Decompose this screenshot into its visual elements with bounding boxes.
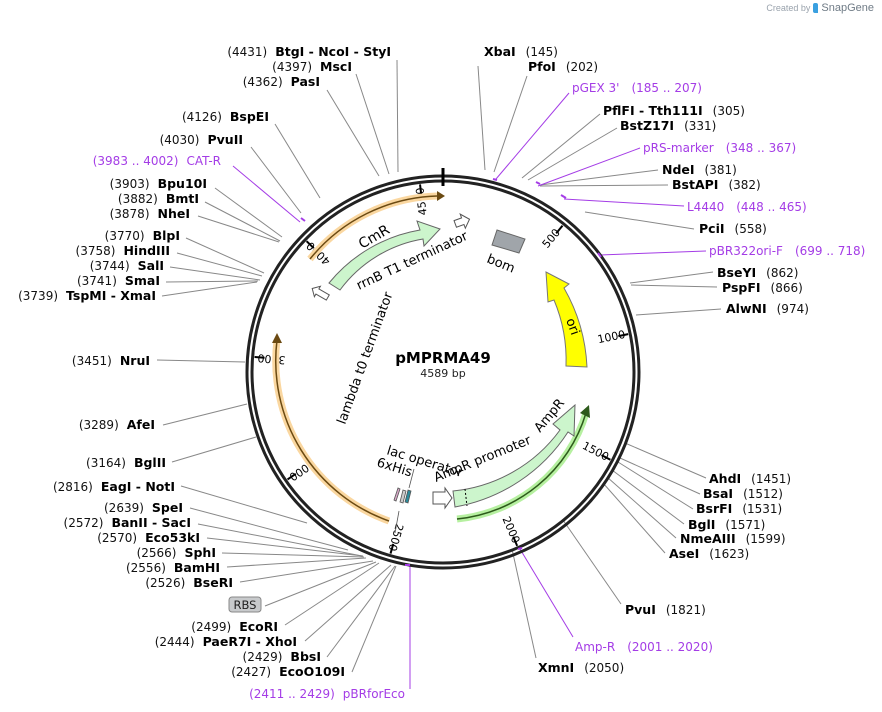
rbs-badge[interactable]: RBS	[228, 596, 262, 613]
svg-text:2500: 2500	[386, 522, 406, 553]
primer-site[interactable]: pBR322ori-F(699 .. 718)	[709, 244, 865, 258]
enzyme-site[interactable]: (2429)BbsI	[243, 649, 321, 664]
enzyme-site[interactable]: PfoI(202)	[528, 59, 598, 74]
enzyme-site[interactable]: (3451)NruI	[72, 353, 150, 368]
rbs-label: RBS	[234, 598, 257, 612]
enzyme-site[interactable]: XbaI(145)	[484, 44, 558, 59]
enzyme-site[interactable]: (2570)Eco53kI	[97, 530, 200, 545]
feature-label-bom: bom	[485, 252, 517, 277]
enzyme-site[interactable]: AseI(1623)	[669, 546, 749, 561]
enzyme-site[interactable]: (2556)BamHI	[126, 560, 220, 575]
svg-text:1000: 1000	[596, 328, 626, 346]
snapgene-logo-icon	[813, 3, 819, 13]
enzyme-site[interactable]: (4126)BspEI	[182, 109, 269, 124]
site-labels: XbaI(145)PfoI(202)PflFI - Tth111I(305)Bs…	[18, 44, 865, 701]
enzyme-site[interactable]: (3770)BlpI	[105, 228, 180, 243]
credit-prefix: Created by	[766, 3, 811, 13]
svg-text:2000: 2000	[499, 515, 522, 546]
enzyme-site[interactable]: (3744)SalI	[90, 258, 164, 273]
enzyme-site[interactable]: BglI(1571)	[688, 517, 765, 532]
tick-500: 500	[540, 224, 564, 251]
enzyme-site[interactable]: XmnI(2050)	[538, 660, 624, 675]
feature-ampr-green-arc[interactable]	[456, 405, 590, 523]
enzyme-site[interactable]: (2572)BanII - SacI	[64, 515, 191, 530]
enzyme-site[interactable]: BsaI(1512)	[703, 486, 783, 501]
enzyme-site[interactable]: (4362)PasI	[243, 74, 320, 89]
svg-text:3500: 3500	[257, 351, 286, 366]
feature-label-lambda: lambda t0 terminator	[335, 290, 397, 427]
enzyme-site[interactable]: PvuI(1821)	[625, 602, 706, 617]
feature-lambda-t0-terminator[interactable]: lambda t0 terminator	[309, 283, 397, 427]
enzyme-site[interactable]: NdeI(381)	[662, 162, 737, 177]
enzyme-site[interactable]: (3739)TspMI - XmaI	[18, 288, 156, 303]
svg-text:1500: 1500	[580, 439, 611, 464]
enzyme-site[interactable]: (2444)PaeR7I - XhoI	[155, 634, 297, 649]
leader-lines	[156, 59, 722, 689]
enzyme-site[interactable]: BseYI(862)	[717, 265, 798, 280]
enzyme-site[interactable]: AhdI(1451)	[709, 471, 791, 486]
primer-site[interactable]: (3983 .. 4002)CAT-R	[93, 154, 221, 168]
enzyme-site[interactable]: (4030)PvuII	[160, 132, 243, 147]
enzyme-site[interactable]: (3289)AfeI	[79, 417, 155, 432]
tick-1000: 1000	[596, 328, 629, 346]
enzyme-site[interactable]: AlwNI(974)	[726, 301, 809, 316]
primer-site[interactable]: L4440(448 .. 465)	[687, 200, 807, 214]
feature-left-orange-arc[interactable]	[272, 333, 391, 525]
primer-site[interactable]: Amp-R(2001 .. 2020)	[575, 640, 713, 654]
enzyme-site[interactable]: (3164)BglII	[86, 455, 166, 470]
enzyme-site[interactable]: (3882)BmtI	[118, 191, 199, 206]
primer-site[interactable]: pRS-marker(348 .. 367)	[643, 141, 796, 155]
enzyme-site[interactable]: (3903)Bpu10I	[110, 176, 207, 191]
plasmid-length: 4589 bp	[420, 367, 465, 380]
enzyme-site[interactable]: (4431)BtgI - NcoI - StyI	[227, 44, 391, 59]
enzyme-site[interactable]: (3878)NheI	[110, 206, 190, 221]
feature-ori[interactable]: ori	[545, 271, 588, 368]
enzyme-site[interactable]: NmeAIII(1599)	[680, 531, 786, 546]
primer-site[interactable]: pGEX 3'(185 .. 207)	[572, 81, 702, 95]
enzyme-site[interactable]: (2566)SphI	[137, 545, 216, 560]
enzyme-site[interactable]: (2499)EcoRI	[191, 619, 278, 634]
feature-bom[interactable]: bom	[485, 229, 526, 277]
enzyme-site[interactable]: (2526)BseRI	[145, 575, 233, 590]
enzyme-site[interactable]: (2816)EagI - NotI	[53, 479, 175, 494]
enzyme-site[interactable]: (3741)SmaI	[77, 273, 160, 288]
enzyme-site[interactable]: (4397)MscI	[272, 59, 352, 74]
enzyme-site[interactable]: PciI(558)	[699, 221, 767, 236]
tick-1500: 1500	[580, 439, 611, 464]
enzyme-site[interactable]: (2427)EcoO109I	[231, 664, 345, 679]
enzyme-site[interactable]: (2639)SpeI	[104, 500, 183, 515]
plasmid-name: pMPRMA49	[395, 349, 491, 367]
enzyme-site[interactable]: BstZ17I(331)	[620, 118, 716, 133]
tick-2000: 2000	[499, 515, 522, 547]
enzyme-site[interactable]: PflFI - Tth111I(305)	[603, 103, 745, 118]
feature-cmr-orange-arc[interactable]	[307, 191, 445, 262]
enzyme-site[interactable]: BstAPI(382)	[672, 177, 761, 192]
credit-brand: SnapGene	[821, 2, 874, 14]
enzyme-site[interactable]: (3758)HindIII	[76, 243, 170, 258]
primer-sites	[300, 178, 602, 566]
enzyme-site[interactable]: BsrFI(1531)	[696, 501, 782, 516]
primer-site[interactable]: (2411 .. 2429)pBRforEco	[249, 687, 405, 701]
tick-3500: 3500	[254, 351, 286, 366]
snapgene-credit: Created by SnapGene	[766, 2, 874, 14]
enzyme-site[interactable]: PspFI(866)	[722, 280, 803, 295]
feature-label-ori: ori	[562, 316, 582, 337]
